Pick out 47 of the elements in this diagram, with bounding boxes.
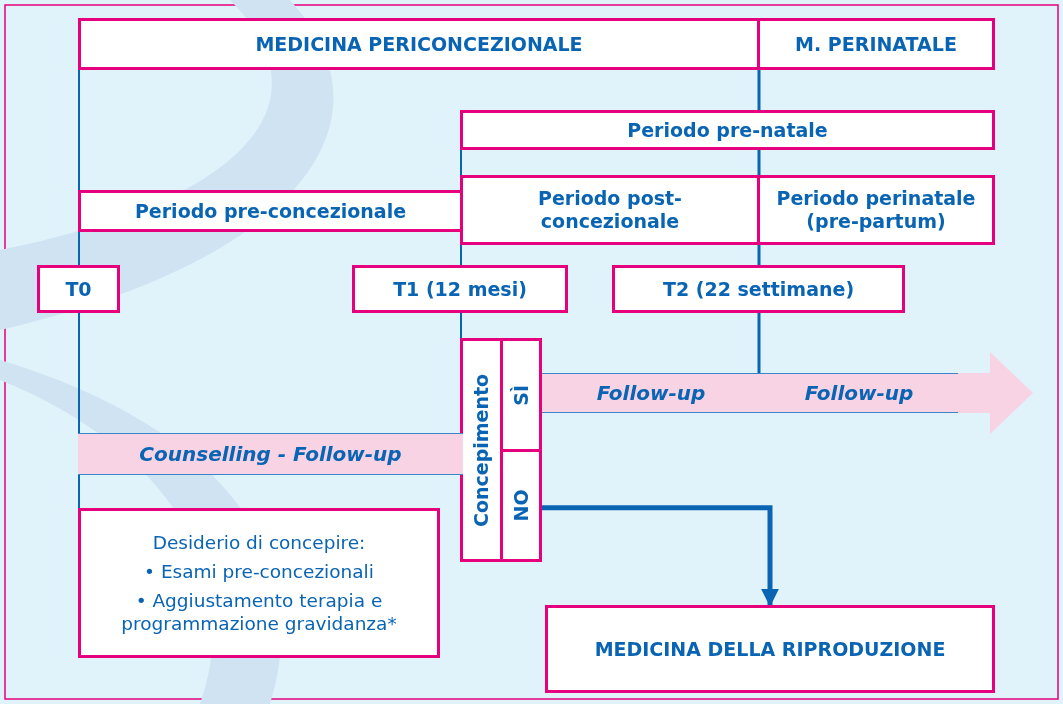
block-arrow bbox=[955, 352, 1033, 434]
box-label: Desiderio di concepire: bbox=[152, 530, 366, 554]
box-label: Concepimento bbox=[470, 373, 493, 527]
box-label: NO bbox=[509, 489, 533, 522]
timeline-line bbox=[757, 150, 761, 175]
box-label: MEDICINA PERICONCEZIONALE bbox=[255, 32, 583, 56]
box-label: Periodo perinatale (pre-partum) bbox=[775, 187, 977, 233]
box-label: Counselling - Follow-up bbox=[139, 442, 402, 466]
timeline-line bbox=[460, 149, 462, 176]
label-box bbox=[460, 110, 995, 150]
label-box bbox=[757, 175, 995, 245]
timeline-line bbox=[78, 474, 80, 509]
timeline-line bbox=[757, 245, 761, 265]
box-label: • Aggiustamento terapia e programmazione gravidanza* bbox=[120, 589, 398, 636]
label-box bbox=[545, 605, 995, 693]
label-box bbox=[352, 265, 568, 313]
box-label: T0 bbox=[65, 277, 92, 301]
box-label: M. PERINATALE bbox=[795, 32, 957, 56]
box-label: Follow-up bbox=[596, 381, 706, 405]
box-label: Periodo pre-natale bbox=[627, 118, 828, 142]
label-box bbox=[78, 190, 463, 232]
label-box bbox=[460, 175, 760, 245]
box-label: SÌ bbox=[509, 384, 533, 406]
box-label: MEDICINA DELLA RIPRODUZIONE bbox=[594, 637, 946, 661]
label-box bbox=[37, 265, 120, 313]
box-label: Periodo post-concezionale bbox=[537, 187, 683, 233]
label-box bbox=[78, 18, 760, 70]
phase-band bbox=[78, 433, 463, 475]
box-label: Periodo pre-concezionale bbox=[134, 199, 407, 223]
box-label: • Esami pre-concezionali bbox=[144, 559, 374, 583]
box-label: T1 (12 mesi) bbox=[393, 277, 527, 301]
timeline-line bbox=[757, 70, 761, 110]
label-box bbox=[500, 338, 542, 452]
box-label: T2 (22 settimane) bbox=[662, 277, 855, 301]
timeline-line bbox=[78, 231, 80, 266]
label-box bbox=[612, 265, 905, 313]
timeline-line bbox=[78, 312, 80, 434]
timeline-line bbox=[460, 244, 462, 266]
timeline-line bbox=[757, 313, 761, 373]
label-box bbox=[757, 18, 995, 70]
arrow bbox=[542, 505, 779, 607]
timeline-line bbox=[78, 69, 80, 191]
label-box bbox=[500, 449, 542, 562]
label-box bbox=[78, 508, 440, 658]
timeline-line bbox=[460, 312, 462, 339]
phase-band bbox=[542, 373, 760, 413]
box-label: Follow-up bbox=[804, 381, 914, 405]
